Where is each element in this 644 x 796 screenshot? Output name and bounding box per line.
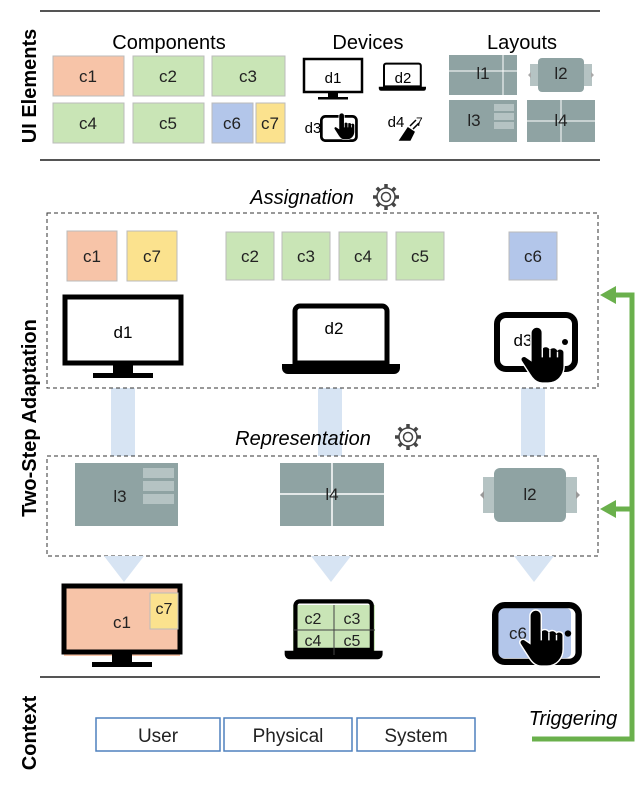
gear-icon	[393, 422, 423, 452]
context-physical-box	[223, 717, 353, 752]
triggering-feedback-arrow	[532, 286, 635, 742]
header-devices: Devices	[332, 32, 403, 54]
device-d1-label: d1	[325, 70, 342, 87]
component-c3-box	[211, 55, 286, 97]
component-c2-box	[132, 55, 205, 97]
gear-icon	[371, 182, 401, 212]
result-c2-label: c2	[305, 611, 322, 628]
assigned-c4-label: c4	[354, 247, 372, 266]
context-user-box	[95, 717, 221, 752]
layout-l2-side-panel	[530, 64, 538, 86]
result-c1-label: c1	[113, 613, 131, 632]
assigned-c4-box	[338, 231, 388, 281]
component-c3-label: c3	[239, 67, 257, 86]
result-c7-box	[149, 592, 179, 630]
assigned-c7-box	[126, 230, 178, 282]
layout-l2-large-side-panel	[483, 477, 495, 513]
layout-l3-sidebar	[494, 122, 514, 129]
assigned-c5-box	[395, 231, 445, 281]
assigned-c1-label: c1	[83, 247, 101, 266]
layout-l2-large-side-panel	[565, 477, 577, 513]
layout-l3-large-sidebar	[143, 494, 174, 504]
layout-l4-large-label: l4	[325, 485, 338, 504]
layout-l2-center-panel	[538, 58, 584, 92]
layout-l3-large-label: l3	[113, 487, 126, 506]
component-c4-box	[52, 102, 125, 144]
assigned-c5-label: c5	[411, 247, 429, 266]
flow-arrow-middle	[311, 556, 351, 582]
layout-l3-label: l3	[467, 111, 480, 130]
device-d4-wave-icon: 7	[416, 115, 423, 129]
layout-l4-label: l4	[554, 111, 567, 130]
component-c5-label: c5	[159, 114, 177, 133]
layout-l1-label: l1	[476, 64, 489, 83]
layout-l2-large	[494, 468, 566, 522]
device-d2-large-label: d2	[325, 319, 344, 338]
flow-arrow-right	[514, 556, 554, 582]
device-d1-large-label: d1	[114, 323, 133, 342]
section-label-ui-elements: UI Elements	[19, 29, 41, 143]
header-layouts: Layouts	[487, 32, 557, 54]
layout-l3-sidebar	[494, 113, 514, 120]
device-d3-label: d3	[305, 120, 322, 137]
context-physical-label: Physical	[253, 726, 324, 747]
step-representation-title: Representation	[235, 428, 371, 450]
layout-l3-large-sidebar	[143, 481, 174, 491]
flow-arrow-left	[104, 556, 144, 582]
layout-l3-large-sidebar	[143, 468, 174, 478]
step-assignation-title: Assignation	[249, 187, 353, 209]
result-c6-label: c6	[509, 624, 527, 643]
assigned-c7-label: c7	[143, 247, 161, 266]
component-c7-box	[255, 102, 286, 144]
result-c3-label: c3	[344, 611, 361, 628]
component-c5-box	[132, 102, 205, 144]
device-d2-label: d2	[395, 70, 412, 87]
component-c6-label: c6	[223, 114, 241, 133]
layout-l1-thumb	[449, 55, 517, 95]
assigned-c1-box	[66, 230, 118, 282]
result-c5-label: c5	[344, 633, 361, 650]
triggering-label: Triggering	[529, 708, 618, 730]
section-label-context: Context	[19, 695, 41, 770]
layout-l3-sidebar	[494, 104, 514, 111]
component-c6-box	[211, 102, 254, 144]
assigned-c2-box	[225, 231, 275, 281]
header-components: Components	[112, 32, 225, 54]
assigned-c2-label: c2	[241, 247, 259, 266]
component-c4-label: c4	[79, 114, 97, 133]
context-system-box	[356, 717, 476, 752]
layout-l2-side-panel	[584, 64, 592, 86]
assigned-c6-label: c6	[524, 247, 542, 266]
component-c7-label: c7	[261, 114, 279, 133]
component-c2-label: c2	[159, 67, 177, 86]
assigned-c3-label: c3	[297, 247, 315, 266]
assigned-c3-box	[281, 231, 331, 281]
component-c1-label: c1	[79, 67, 97, 86]
result-c4-label: c4	[305, 633, 322, 650]
device-d3-large-label: d3	[514, 331, 533, 350]
context-system-label: System	[384, 726, 447, 747]
context-user-label: User	[138, 726, 179, 747]
assigned-c6-box	[508, 231, 558, 281]
device-d4-smartwatch-icon	[398, 119, 420, 141]
layout-l2-label: l2	[554, 64, 567, 83]
section-label-adaptation: Two-Step Adaptation	[19, 319, 41, 517]
device-d4-label: d4	[388, 114, 405, 131]
layout-l2-large-label: l2	[523, 485, 536, 504]
result-c7-label: c7	[156, 601, 173, 618]
component-c1-box	[52, 55, 125, 97]
